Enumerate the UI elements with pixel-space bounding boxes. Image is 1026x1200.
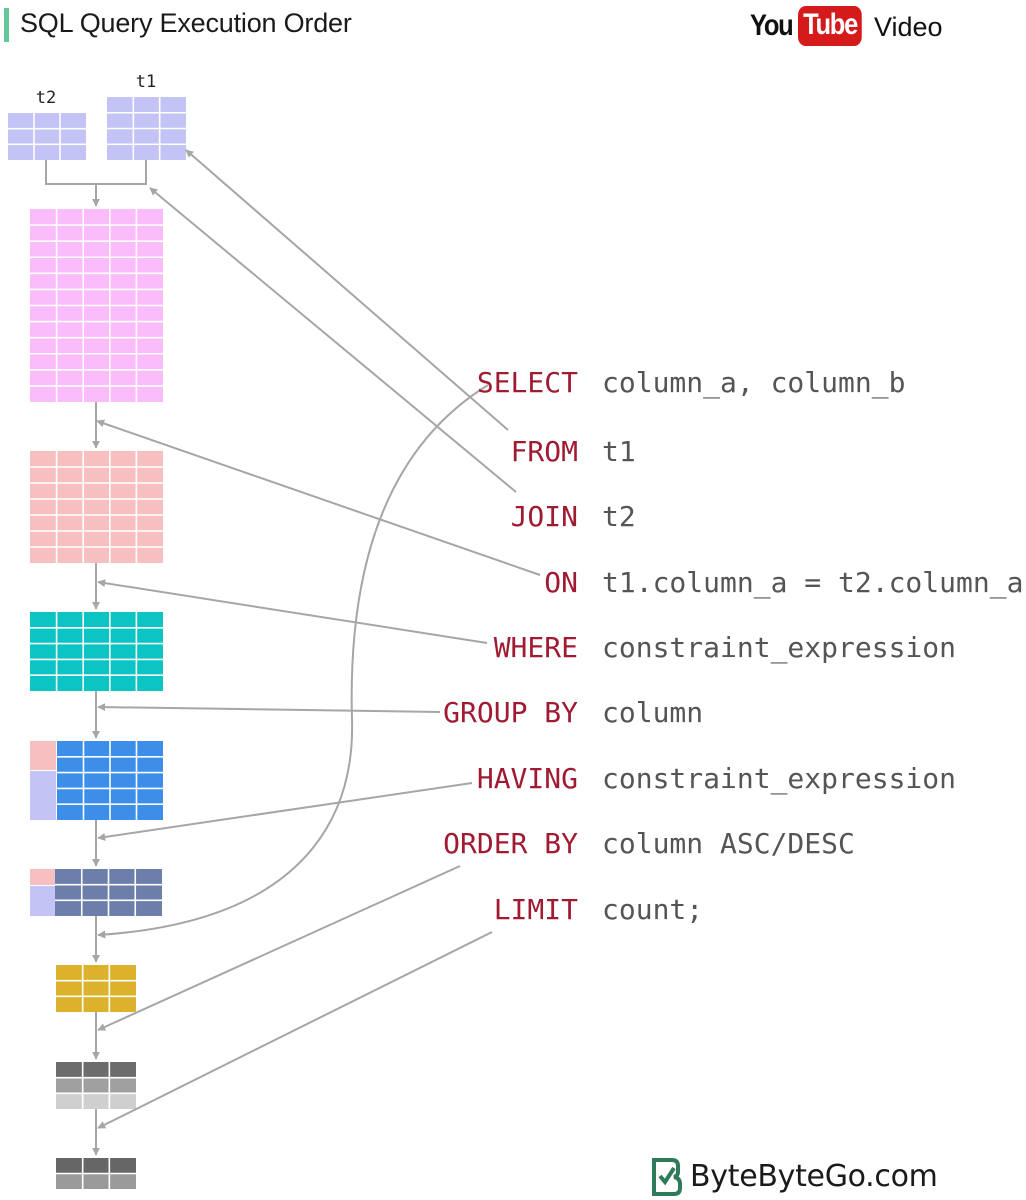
brand-name: ByteByteGo.com [690,1158,938,1194]
youtube-logo-tube: Tube [798,6,863,46]
result-tables [8,97,186,1189]
table-where-result [30,612,163,691]
clause-keyword-order-by: ORDER BY [443,827,578,860]
bytebytego-logo-icon [652,1158,682,1196]
table-limit-result-row [56,1158,136,1174]
group-by-arrow [97,703,441,713]
join-arrow [149,187,517,493]
having-key-strip-top [30,869,56,885]
table-label-t1: t1 [136,72,156,92]
table-t2 [8,113,86,160]
clause-argument-from: t1 [602,435,636,468]
order-by-arrow [97,865,461,1031]
table-limit-result [56,1158,136,1189]
clause-argument-select: column_a, column_b [602,366,905,400]
table-on-result-body [30,451,163,563]
table-on-result [30,451,163,563]
clause-keyword-select: SELECT [477,366,578,399]
flow-connectors [45,149,541,1156]
youtube-logo-you: You [750,9,794,42]
group-key-strip-top [30,741,56,770]
bytebytego-brand[interactable]: ByteByteGo.com [650,1152,938,1200]
source-table-labels: t2 t1 [36,72,156,108]
table-where-result-body [30,612,163,691]
table-limit-result-row [56,1173,136,1189]
clause-argument-limit: count; [602,893,703,926]
having-arrow [97,782,473,841]
clause-keyword-having: HAVING [477,762,578,795]
clause-keyword-where: WHERE [494,631,578,664]
clause-argument-on: t1.column_a = t2.column_a [602,566,1023,600]
table-label-t2: t2 [36,88,56,108]
title-accent-bar [4,8,9,42]
clause-argument-where: constraint_expression [602,631,956,665]
where-arrow [97,579,488,644]
table-group-result [57,741,163,820]
table-select-result [56,965,136,1012]
clause-keyword-on: ON [544,566,578,599]
merge-bracket [45,160,147,185]
page-title: SQL Query Execution Order [20,8,352,38]
from-arrow [185,149,509,431]
limit-arrow [97,931,493,1129]
table-t1 [107,97,186,160]
clause-argument-join: t2 [602,500,636,533]
table-order-result [56,1062,136,1109]
group-key-strip-bottom [30,771,56,820]
table-order-result-row [56,1062,136,1078]
clause-argument-group-by: column [602,696,703,729]
table-order-result-row [56,1077,136,1094]
table-t2-body [8,113,86,160]
clause-argument-having: constraint_expression [602,762,956,796]
table-having-result [55,869,162,916]
clause-keyword-group-by: GROUP BY [443,696,578,729]
select-arrow [97,384,489,939]
table-order-result-row [56,1093,136,1109]
clause-keyword-from: FROM [511,435,578,468]
having-key-strip-bottom [30,886,56,916]
table-join-result [30,209,163,402]
clause-argument-order-by: column ASC/DESC [602,827,855,860]
on-arrow [96,419,541,576]
table-select-result-body [56,965,136,1012]
clause-keyword-limit: LIMIT [494,893,578,926]
video-link[interactable]: Video [874,12,943,42]
clause-keyword-join: JOIN [511,500,578,533]
